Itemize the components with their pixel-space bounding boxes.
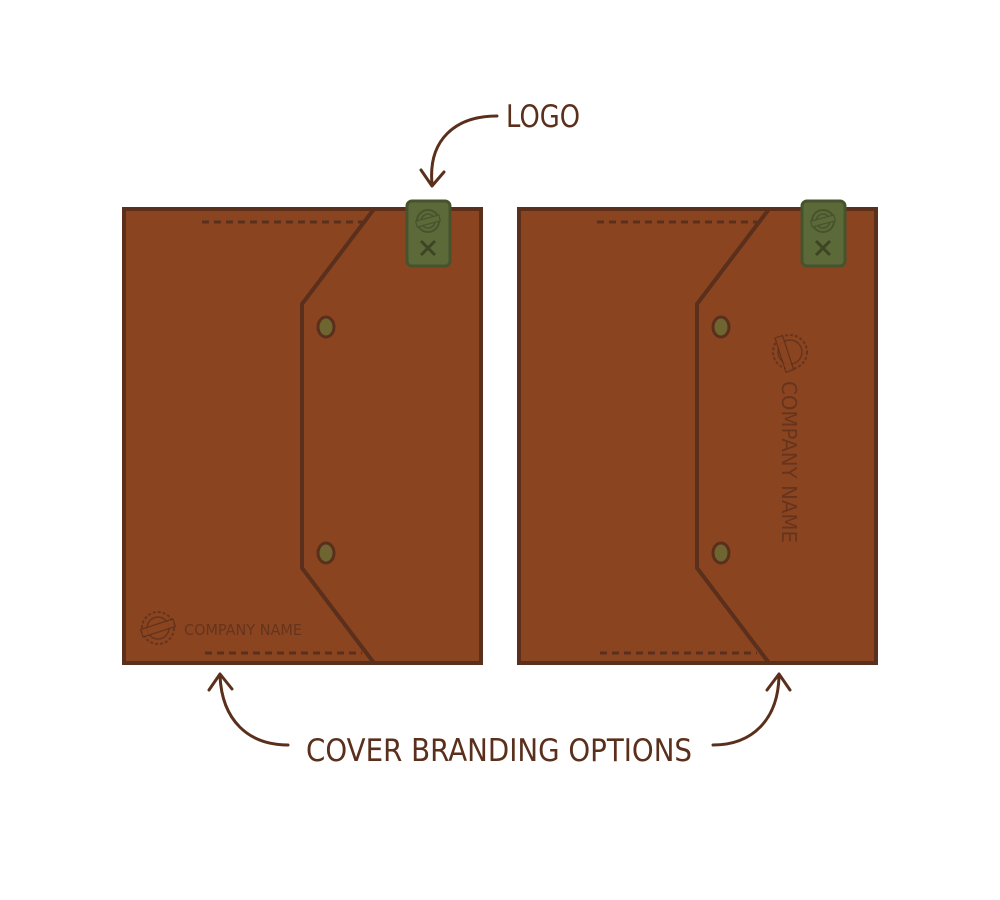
branding-arrowhead-left xyxy=(207,672,234,692)
close-x-icon xyxy=(814,239,832,257)
logo-label: LOGO xyxy=(506,99,580,135)
cover-left-company-name: COMPANY NAME xyxy=(184,621,302,639)
close-x-icon xyxy=(419,239,437,257)
cover-branding-label: COVER BRANDING OPTIONS xyxy=(306,733,692,769)
cover-left: COMPANY NAME xyxy=(122,199,483,665)
cover-left-rivet-bottom xyxy=(316,541,336,565)
logo-arrowhead xyxy=(419,168,446,188)
cover-left-engraved-logo xyxy=(139,611,177,645)
logo-seal-icon xyxy=(414,209,442,233)
cover-left-flap xyxy=(300,207,376,665)
cover-left-logo-tab xyxy=(405,199,452,268)
logo-seal-icon xyxy=(809,209,837,233)
logo-arrow xyxy=(430,114,499,186)
branding-arrow-left xyxy=(218,674,290,747)
cover-right-company-name: COMPANY NAME xyxy=(777,381,801,543)
cover-right: COMPANY NAME xyxy=(517,199,878,665)
cover-right-rivet-bottom xyxy=(711,541,731,565)
branding-arrowhead-right xyxy=(765,672,792,692)
branding-arrow-right xyxy=(711,674,781,747)
logo-callout: LOGO xyxy=(419,99,580,188)
cover-right-logo-tab xyxy=(800,199,847,268)
cover-branding-callout: COVER BRANDING OPTIONS xyxy=(207,672,792,769)
cover-right-engraved-logo xyxy=(772,334,808,373)
cover-right-flap xyxy=(695,207,771,665)
cover-right-body xyxy=(517,207,878,665)
cover-left-rivet-top xyxy=(316,315,336,339)
cover-right-rivet-top xyxy=(711,315,731,339)
